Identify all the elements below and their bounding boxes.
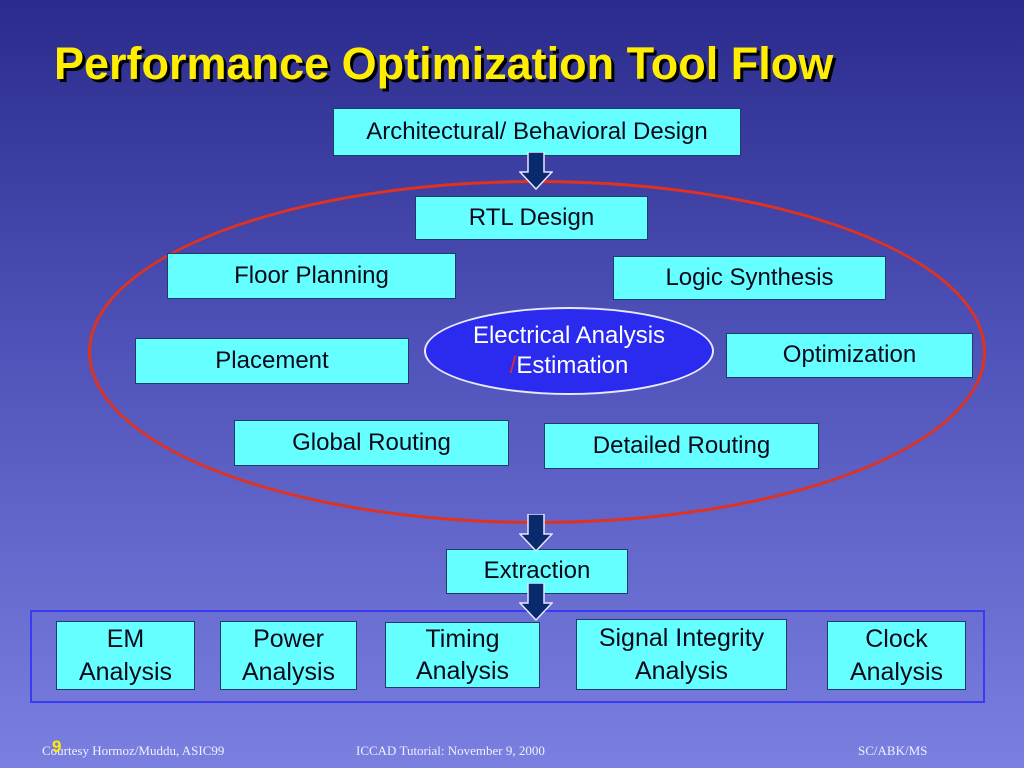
node-placement: Placement — [135, 338, 409, 384]
node-timing-analysis: Timing Analysis — [385, 622, 540, 688]
estimation-label: Estimation — [516, 352, 629, 379]
slide-title: Performance Optimization Tool Flow — [54, 38, 834, 89]
footer-event: ICCAD Tutorial: November 9, 2000 — [356, 743, 545, 758]
footer-authors: SC/ABK/MS — [858, 743, 928, 758]
arrow-down-icon — [519, 583, 553, 621]
arrow-down-icon — [519, 152, 553, 190]
electrical-analysis-line1: Electrical Analysis — [472, 322, 666, 349]
node-em-analysis: EM Analysis — [56, 621, 195, 690]
node-architectural-design: Architectural/ Behavioral Design — [333, 108, 741, 156]
node-floor-planning: Floor Planning — [167, 253, 456, 299]
electrical-analysis-line2: /Estimation — [510, 351, 629, 381]
node-global-routing: Global Routing — [234, 420, 509, 466]
node-power-analysis: Power Analysis — [220, 621, 357, 690]
page-number: 9 — [52, 737, 62, 756]
node-extraction: Extraction — [446, 549, 628, 594]
node-signal-integrity-analysis: Signal Integrity Analysis — [576, 619, 787, 690]
node-optimization: Optimization — [726, 333, 973, 378]
slash-mark: / — [509, 352, 517, 379]
node-clock-analysis: Clock Analysis — [827, 621, 966, 690]
footer-courtesy: Courtesy Hormoz/Muddu, ASIC99 — [42, 743, 225, 758]
node-rtl-design: RTL Design — [415, 196, 648, 240]
node-detailed-routing: Detailed Routing — [544, 423, 819, 469]
node-logic-synthesis: Logic Synthesis — [613, 256, 886, 300]
node-electrical-analysis: Electrical Analysis /Estimation — [424, 307, 714, 395]
arrow-down-icon — [519, 514, 553, 552]
analysis-group-frame — [30, 610, 985, 703]
